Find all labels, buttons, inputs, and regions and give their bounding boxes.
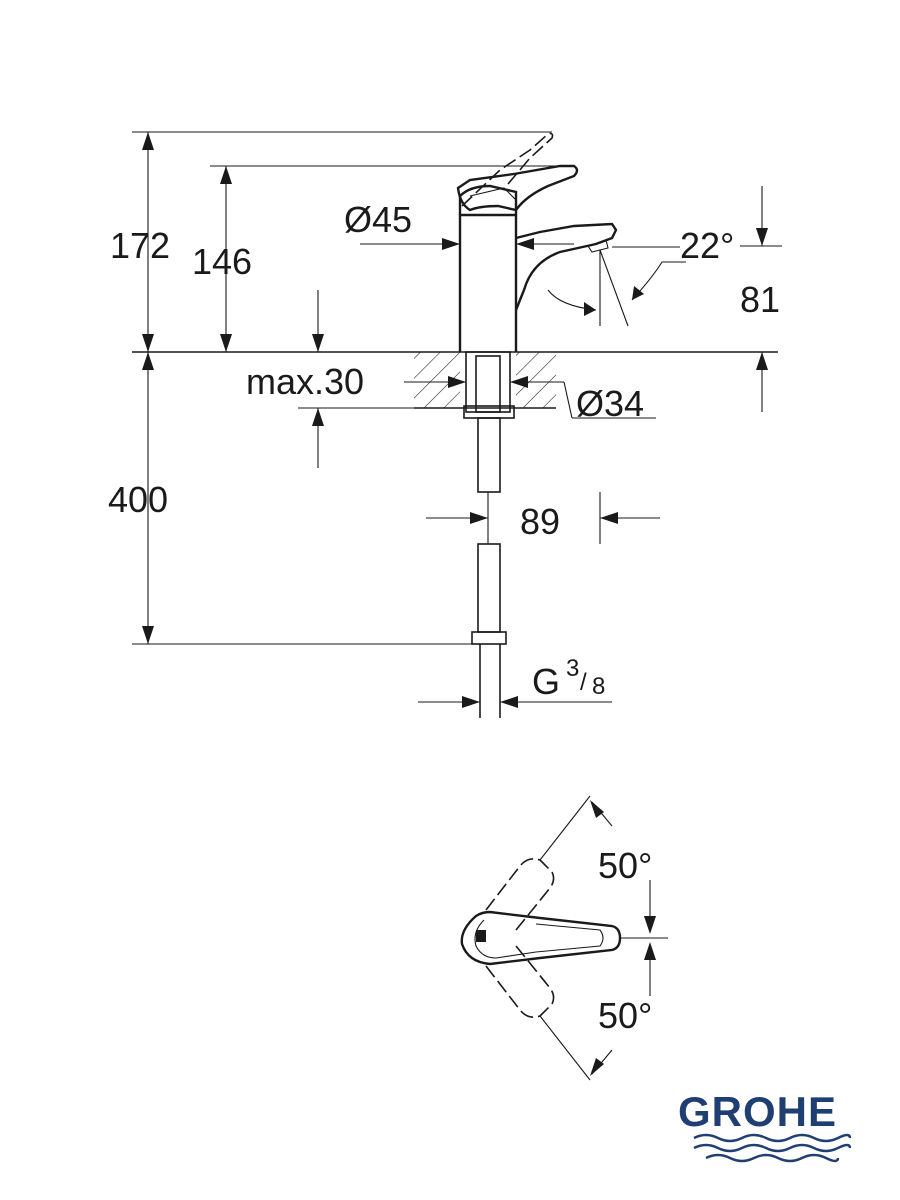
lever-rotated-up [485,858,555,931]
faucet-spout [514,222,618,311]
grohe-logo: GROHE [678,1088,852,1163]
supply-hose-lower [477,543,501,633]
dim-hole-diameter: Ø34 [576,383,644,424]
supply-hose-upper [477,417,501,493]
dim-lever-angle-down: 50° [598,995,652,1036]
faucet-body [458,213,518,352]
lever-top-view [460,910,622,966]
dim-max-deck: max.30 [246,361,364,402]
faucet-side-view [132,132,778,718]
brand-name: GROHE [678,1088,837,1135]
faucet-top-view [460,795,668,1081]
dim-lever-angle-up: 50° [598,845,652,886]
dim-height-spout: 146 [192,241,252,282]
hose-nut [471,631,507,645]
dim-hose-length: 400 [108,479,168,520]
lever-handle-inner [469,187,517,201]
dim-body-diameter: Ø45 [344,199,412,240]
dim-thread-slash: / [580,669,587,696]
lever-handle-open [461,132,554,207]
mounting-shank [465,351,511,413]
lever-handle [456,164,579,212]
dim-thread-main: G [532,661,560,702]
dim-height-total: 172 [110,225,170,266]
lever-indicator [476,930,486,942]
dim-spout-angle: 22° [680,225,734,266]
spout-aerator [587,239,609,253]
dim-thread-num: 3 [566,655,579,682]
dim-spout-projection: 81 [740,279,780,320]
dim-thread-den: 8 [592,673,605,700]
lever-rotated-down [485,945,555,1018]
dim-hose-offset: 89 [520,501,560,542]
dimension-lines [132,131,782,708]
